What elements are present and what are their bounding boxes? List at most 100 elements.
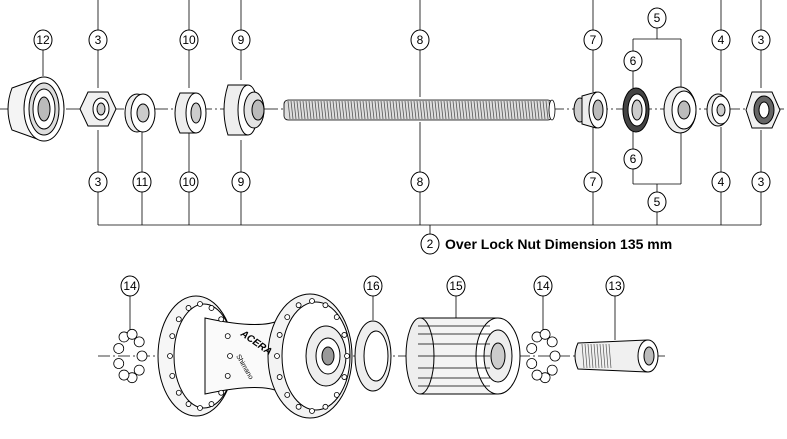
- part-9-cone-left: [223, 84, 265, 136]
- spoke-hole: [224, 372, 231, 379]
- part-6-seal: [622, 87, 650, 133]
- callout-11-label: 11: [136, 175, 149, 189]
- callout-5-label: 5: [654, 11, 661, 25]
- lower-leaders: [97, 122, 762, 234]
- part-16-spacer-ring: [354, 320, 392, 392]
- spoke-hole: [341, 332, 348, 338]
- callout-10-bottom: 10: [179, 171, 199, 193]
- callout-13-label: 13: [608, 279, 622, 293]
- spoke-hole: [309, 298, 315, 304]
- callout-14-label: 14: [123, 279, 137, 293]
- bearing-ball: [113, 358, 125, 369]
- callout-9-label: 9: [238, 33, 245, 47]
- callout-9-top: 9: [231, 29, 251, 51]
- callout-12-top: 12: [33, 29, 53, 51]
- spoke-hole: [284, 391, 291, 398]
- callout-8-label: 8: [417, 175, 424, 189]
- spoke-hole: [224, 333, 231, 340]
- callout-6-top: 6: [623, 50, 643, 72]
- hub-leaders: [129, 296, 616, 340]
- callout-3-label: 3: [758, 33, 765, 47]
- dimension-label: Over Lock Nut Dimension 135 mm: [445, 236, 672, 252]
- part-14-bearings-right: [526, 328, 561, 384]
- spoke-hole: [341, 374, 348, 380]
- spoke-hole: [175, 389, 182, 396]
- spoke-hole: [333, 314, 340, 321]
- callout-7-label: 7: [590, 33, 597, 47]
- callout-5-top: 5: [647, 7, 667, 29]
- callout-15-label: 15: [449, 279, 463, 293]
- bearing-ball: [549, 350, 561, 362]
- part-11-washer: [124, 93, 156, 133]
- spoke-hole: [167, 353, 173, 359]
- callout-3-top-right: 3: [751, 29, 771, 51]
- callout-4-label: 4: [718, 33, 725, 47]
- spoke-hole: [322, 403, 329, 410]
- spoke-hole: [218, 389, 225, 396]
- callout-6-label: 6: [630, 54, 637, 68]
- callout-16: 16: [363, 275, 383, 297]
- callout-3-label: 3: [95, 175, 102, 189]
- callout-7-top: 7: [583, 29, 603, 51]
- spoke-hole: [175, 316, 182, 323]
- bearing-ball: [118, 369, 130, 381]
- spoke-hole: [169, 333, 176, 340]
- callout-16-label: 16: [366, 279, 380, 293]
- hub-body: ACERA Shimano: [157, 293, 353, 419]
- part-5-spacer-right: [663, 86, 697, 134]
- callout-3-bottom-right: 3: [751, 171, 771, 193]
- callout-4-top: 4: [711, 29, 731, 51]
- bearing-ball: [526, 343, 538, 354]
- bearing-ball: [133, 336, 145, 348]
- spoke-hole: [197, 301, 203, 307]
- callout-11-bottom: 11: [132, 171, 152, 193]
- bearing-ball: [531, 369, 543, 381]
- callout-9-bottom: 9: [231, 171, 251, 193]
- callout-14-left: 14: [120, 275, 140, 297]
- callout-10-label: 10: [182, 33, 196, 47]
- part-3-lock-nut-right: [745, 91, 781, 129]
- callout-6-bottom: 6: [623, 148, 643, 170]
- callout-13: 13: [605, 275, 625, 297]
- part-12-dust-cap: [7, 76, 65, 142]
- part-10-spacer: [174, 92, 207, 134]
- part-3-lock-nut-left: [79, 91, 117, 127]
- callout-2-label: 2: [427, 237, 434, 251]
- dimension-callout: 2 Over Lock Nut Dimension 135 mm: [420, 233, 672, 255]
- callout-8-bottom: 8: [410, 171, 430, 193]
- callout-12-label: 12: [36, 33, 50, 47]
- callout-3-top-left: 3: [88, 29, 108, 51]
- part-4-washer-right: [706, 93, 731, 127]
- bearing-ball: [133, 364, 145, 376]
- bearing-ball: [546, 336, 558, 348]
- spoke-hole: [276, 332, 283, 338]
- flange-spoke-holes: [167, 298, 350, 414]
- spoke-hole: [185, 401, 192, 407]
- callout-15: 15: [446, 275, 466, 297]
- callout-8-label: 8: [417, 33, 424, 47]
- spoke-hole: [284, 314, 291, 321]
- callout-3-label: 3: [95, 33, 102, 47]
- bearing-ball: [126, 328, 138, 340]
- spoke-hole: [274, 353, 280, 359]
- callout-4-bottom: 4: [711, 171, 731, 193]
- callout-9-label: 9: [238, 175, 245, 189]
- spoke-hole: [218, 316, 225, 323]
- callout-7-bottom: 7: [583, 171, 603, 193]
- callout-7-label: 7: [590, 175, 597, 189]
- part-7-cone-right: [573, 91, 608, 129]
- upper-leaders: [42, 0, 762, 97]
- callout-5-label: 5: [654, 195, 661, 209]
- bearing-ball: [546, 364, 558, 376]
- callout-8-top: 8: [410, 29, 430, 51]
- bearing-ball: [113, 343, 125, 354]
- callout-3-bottom-left: 3: [88, 171, 108, 193]
- part-13-sleeve: [574, 339, 659, 373]
- spoke-hole: [344, 353, 350, 359]
- callout-4-label: 4: [718, 175, 725, 189]
- spoke-hole: [208, 401, 215, 407]
- callout-6-label: 6: [630, 152, 637, 166]
- callout-3-label: 3: [758, 175, 765, 189]
